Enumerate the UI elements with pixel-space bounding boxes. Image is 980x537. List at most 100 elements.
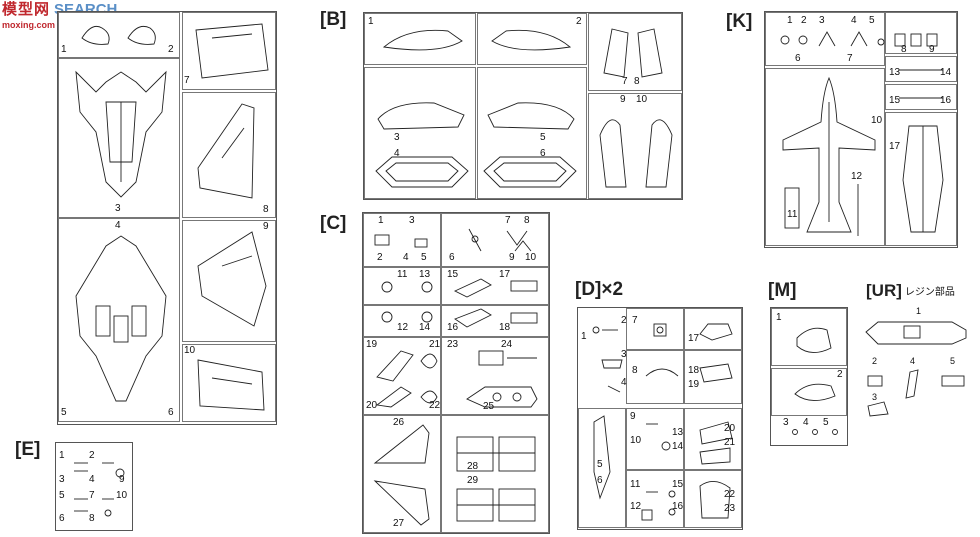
part-number: 1 bbox=[776, 312, 782, 323]
part-number: 12 bbox=[630, 501, 642, 512]
part-number: 28 bbox=[467, 461, 479, 472]
part-b7-b8-fins bbox=[603, 28, 663, 78]
part-number: 15 bbox=[672, 479, 684, 490]
sprue-cell bbox=[684, 308, 742, 350]
part-number: 12 bbox=[397, 322, 409, 333]
part-number: 9 bbox=[119, 474, 125, 485]
sheet-label-ur-code: [UR] bbox=[866, 281, 902, 300]
part-number: 2 bbox=[576, 16, 582, 27]
part-number: 4 bbox=[394, 148, 400, 159]
part-number: 7 bbox=[505, 215, 511, 226]
part-number: 10 bbox=[871, 115, 883, 126]
part-a9-wing-lower bbox=[197, 231, 267, 327]
part-number: 3 bbox=[59, 474, 65, 485]
sheet-label-m: [M] bbox=[768, 280, 797, 301]
sprue-cell bbox=[885, 84, 957, 110]
sprue-cell bbox=[626, 408, 684, 470]
part-number: 21 bbox=[724, 437, 736, 448]
part-number: 4 bbox=[403, 252, 409, 263]
part-number: 9 bbox=[620, 94, 626, 105]
part-d-small-parts bbox=[592, 323, 733, 521]
part-number: 2 bbox=[801, 15, 807, 26]
part-b4-frame bbox=[375, 156, 469, 188]
sprue-cell bbox=[765, 12, 885, 66]
part-number: 7 bbox=[847, 53, 853, 64]
sprue-cell bbox=[364, 13, 476, 65]
part-number: 5 bbox=[540, 132, 546, 143]
part-number: 5 bbox=[59, 490, 65, 501]
part-number: 1 bbox=[368, 16, 374, 27]
part-number: 25 bbox=[483, 401, 495, 412]
part-number: 2 bbox=[621, 315, 627, 326]
sprue-cell bbox=[477, 13, 587, 65]
part-k-small-parts bbox=[780, 31, 938, 47]
sprue-cell bbox=[441, 305, 549, 337]
sprue-cell bbox=[477, 67, 587, 199]
part-k12-rod bbox=[857, 184, 859, 236]
part-a3-fuselage-upper bbox=[75, 70, 167, 198]
part-number: 5 bbox=[597, 459, 603, 470]
part-number: 6 bbox=[59, 513, 65, 524]
part-number: 6 bbox=[540, 148, 546, 159]
part-number: 22 bbox=[724, 489, 736, 500]
part-number: 18 bbox=[688, 365, 700, 376]
part-number: 5 bbox=[823, 417, 829, 428]
sprue-cell bbox=[771, 308, 847, 366]
watermark-url: moxing.com bbox=[2, 20, 56, 30]
part-number: 16 bbox=[940, 95, 952, 106]
part-number: 4 bbox=[89, 474, 95, 485]
sprue-cell bbox=[58, 58, 180, 218]
part-k13-k16-tabs bbox=[899, 69, 943, 99]
part-b3-body-panel bbox=[377, 102, 465, 130]
sprue-sheet-c: 1 2 3 4 5 6 7 8 9 10 11 12 13 14 15 16 1… bbox=[362, 212, 550, 534]
part-number: 15 bbox=[447, 269, 459, 280]
part-number: 10 bbox=[636, 94, 648, 105]
sprue-cell bbox=[363, 267, 441, 305]
sprue-cell bbox=[684, 470, 742, 528]
part-number: 3 bbox=[783, 417, 789, 428]
part-c26-c27-fins bbox=[373, 424, 430, 526]
part-a1-a2-canopy-parts bbox=[81, 25, 156, 45]
part-number: 16 bbox=[672, 501, 684, 512]
sprue-cell bbox=[182, 344, 276, 422]
part-number: 8 bbox=[632, 365, 638, 376]
part-number: 7 bbox=[622, 76, 628, 87]
part-b6-frame bbox=[483, 156, 577, 188]
sprue-sheet-e: 1 2 3 4 5 6 7 8 9 10 bbox=[55, 442, 133, 531]
part-number: 8 bbox=[89, 513, 95, 524]
part-number: 2 bbox=[89, 450, 95, 461]
part-number: 1 bbox=[787, 15, 793, 26]
part-number: 10 bbox=[525, 252, 537, 263]
part-number: 29 bbox=[467, 475, 479, 486]
sheet-label-ur-suffix: レジン部品 bbox=[904, 287, 955, 298]
part-k17-leg bbox=[902, 125, 944, 233]
sprue-cell bbox=[58, 218, 180, 422]
part-k10-aircraft-body bbox=[782, 76, 876, 233]
part-number: 27 bbox=[393, 518, 405, 529]
part-b5-body-panel bbox=[487, 102, 575, 130]
sprue-cell bbox=[363, 337, 441, 415]
part-c1-c8-small-fittings bbox=[374, 228, 532, 252]
part-number: 3 bbox=[872, 392, 878, 402]
part-number: 7 bbox=[632, 315, 638, 326]
part-number: 14 bbox=[672, 441, 684, 452]
part-number: 8 bbox=[524, 215, 530, 226]
part-number: 10 bbox=[116, 490, 128, 501]
sprue-cell bbox=[885, 56, 957, 82]
part-number: 16 bbox=[447, 322, 459, 333]
part-number: 24 bbox=[501, 339, 513, 350]
sprue-cell bbox=[588, 13, 682, 91]
part-c19-c25-panels bbox=[375, 350, 538, 408]
part-number: 4 bbox=[803, 417, 809, 428]
sheet-label-k: [K] bbox=[726, 11, 753, 32]
part-number: 7 bbox=[89, 490, 95, 501]
sprue-cell bbox=[885, 12, 957, 54]
sheet-label-d: [D]×2 bbox=[575, 279, 624, 300]
part-number: 5 bbox=[869, 15, 875, 26]
part-number: 6 bbox=[795, 53, 801, 64]
sprue-cell bbox=[364, 67, 476, 199]
part-number: 8 bbox=[263, 204, 269, 215]
part-number: 1 bbox=[916, 306, 922, 316]
part-number: 14 bbox=[940, 67, 952, 78]
part-number: 18 bbox=[499, 322, 511, 333]
